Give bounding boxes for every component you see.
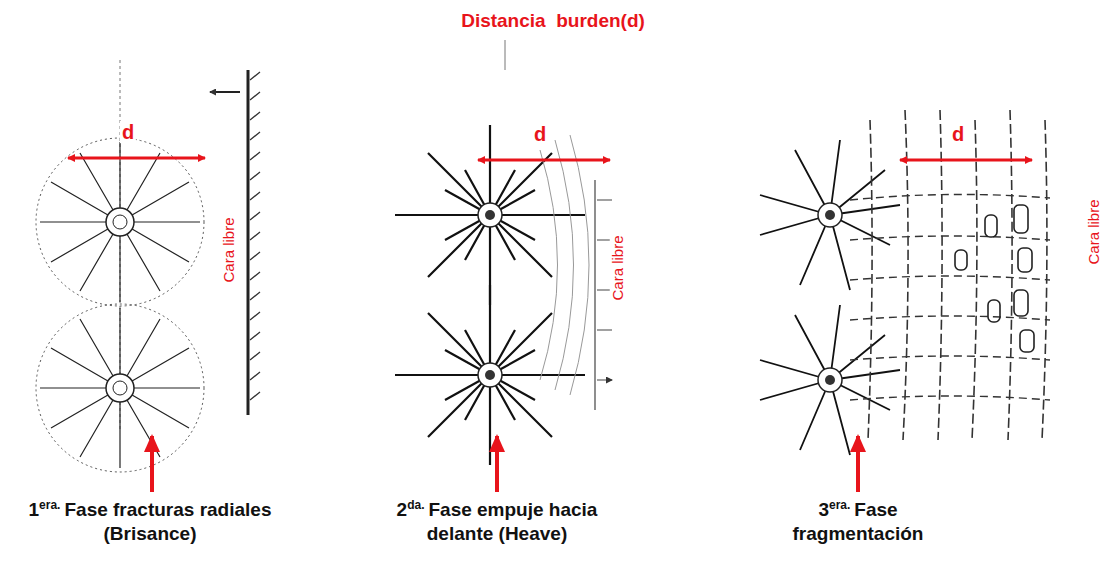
phase-caption: 2da.Fase empuje hacia delante (Heave) [387, 498, 607, 546]
phase-number: 2 [397, 499, 408, 520]
phase-number: 3 [818, 499, 829, 520]
ordinal-suffix: era. [39, 498, 60, 512]
ordinal-suffix: era. [829, 498, 850, 512]
diagram-title: Distancia burden(d) [461, 10, 645, 32]
phase-name: Fase fragmentación [793, 499, 924, 544]
burden-symbol: d [950, 123, 966, 145]
burden-symbol: d [120, 121, 136, 143]
phase-caption: 3era.Fase fragmentación [763, 498, 953, 546]
phase-name: Fase empuje hacia delante (Heave) [427, 499, 598, 544]
free-face-label: Cara libre [221, 215, 238, 284]
phase-caption: 1era. Fase fracturas radiales (Brisance) [15, 498, 285, 546]
free-face-label: Cara libre [610, 233, 627, 302]
phase-name: Fase fracturas radiales (Brisance) [64, 499, 271, 544]
ordinal-suffix: da. [407, 498, 424, 512]
free-face-label: Cara libre [1086, 197, 1103, 266]
burden-symbol: d [532, 123, 548, 145]
phase-number: 1 [29, 499, 40, 520]
